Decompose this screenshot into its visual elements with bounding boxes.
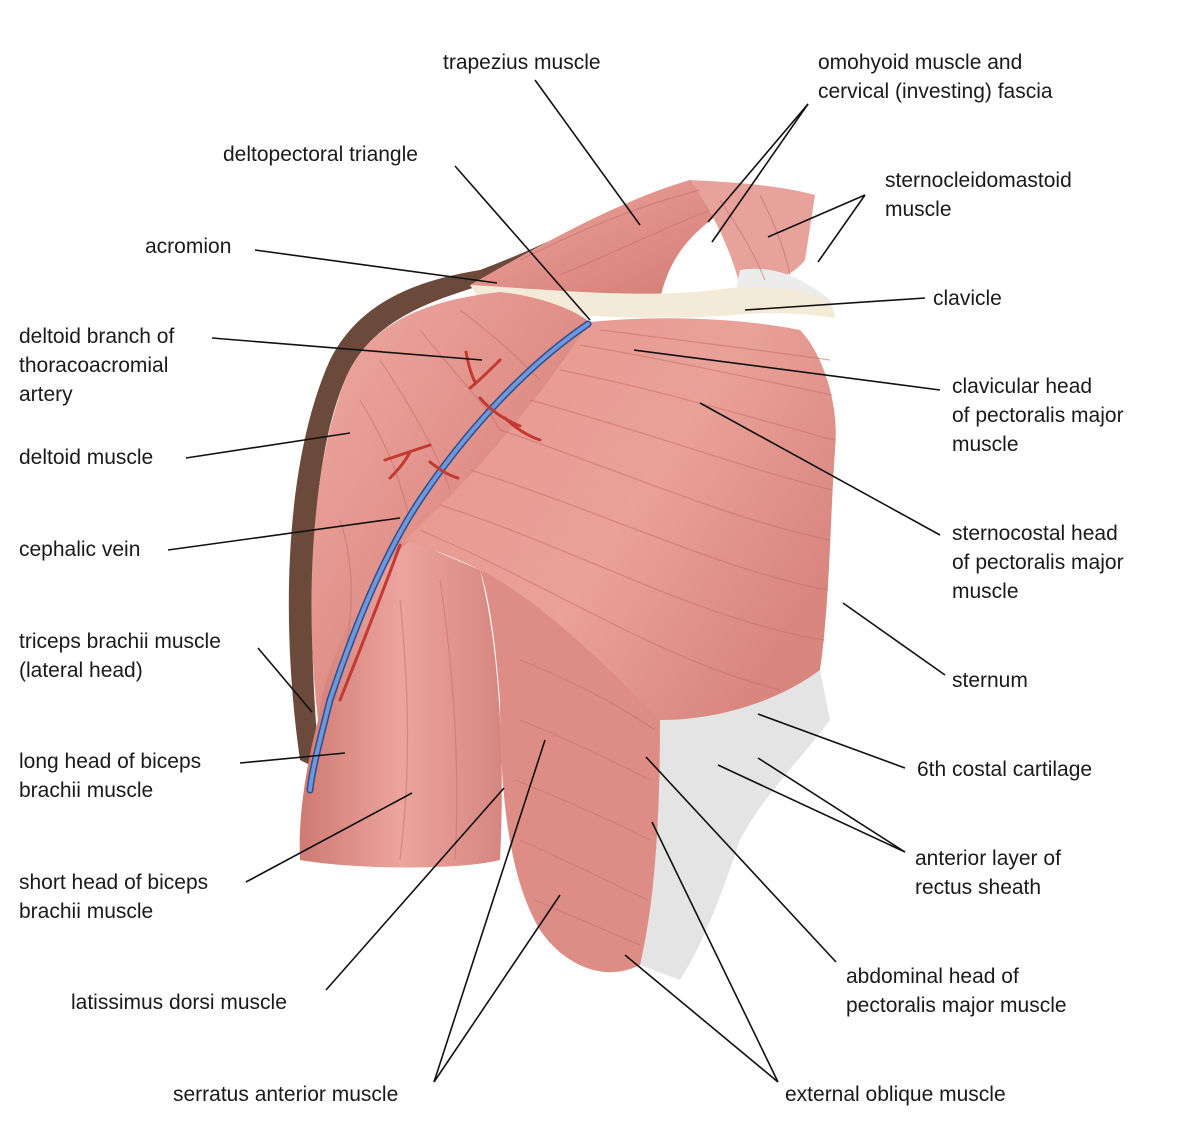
label-serratus-anterior-muscle: serratus anterior muscle [173, 1083, 399, 1106]
label-acromion: acromion [145, 235, 232, 258]
label-external-oblique-muscle: external oblique muscle [785, 1083, 1006, 1106]
trapezius-shape [470, 180, 740, 300]
label-sternum: sternum [952, 669, 1028, 692]
label-latissimus-dorsi-muscle: latissimus dorsi muscle [71, 991, 287, 1014]
label-clavicle: clavicle [933, 287, 1002, 310]
label-6th-costal-cartilage: 6th costal cartilage [917, 758, 1093, 781]
label-cephalic-vein: cephalic vein [19, 538, 141, 561]
label-trapezius-muscle: trapezius muscle [443, 51, 601, 74]
label-deltoid-muscle: deltoid muscle [19, 446, 154, 469]
leader-lines [167, 79, 946, 1083]
muscle-fibers [334, 189, 835, 946]
label-deltopectoral-triangle: deltopectoral triangle [223, 143, 418, 166]
rectus-sheath-shape [640, 670, 830, 980]
label-triceps-brachii-muscle: triceps brachii muscle(lateral head) [19, 630, 221, 682]
thoracoacromial-artery [338, 350, 542, 702]
deltoid-shape [311, 292, 590, 720]
